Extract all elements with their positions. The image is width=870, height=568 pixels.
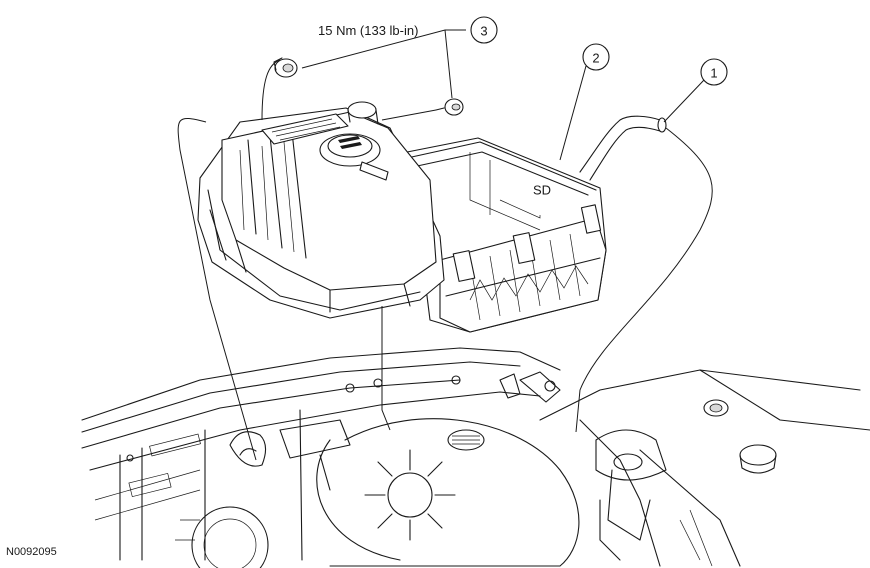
figure-id-label: N0092095 <box>6 546 57 558</box>
coolant-reservoir <box>197 101 445 319</box>
bolt-right <box>435 98 464 116</box>
callout-1-number: 1 <box>710 66 717 81</box>
torque-spec-label: 15 Nm (133 lb-in) <box>318 23 418 38</box>
air-cleaner-housing: SD <box>391 137 607 333</box>
engine-bay-structure <box>81 347 870 568</box>
bolt-left <box>273 57 298 78</box>
alignment-lines <box>177 59 713 461</box>
air-cleaner-outlet-tube <box>579 115 667 181</box>
callout-2-number: 2 <box>592 51 599 66</box>
callout-2: 2 <box>582 43 610 71</box>
housing-decal-label: SD <box>533 183 551 198</box>
mounting-bolts <box>273 57 464 116</box>
callout-3-number: 3 <box>480 24 487 39</box>
callout-leaders <box>301 29 705 161</box>
callout-3: 3 <box>470 16 498 44</box>
callout-1: 1 <box>700 58 728 86</box>
